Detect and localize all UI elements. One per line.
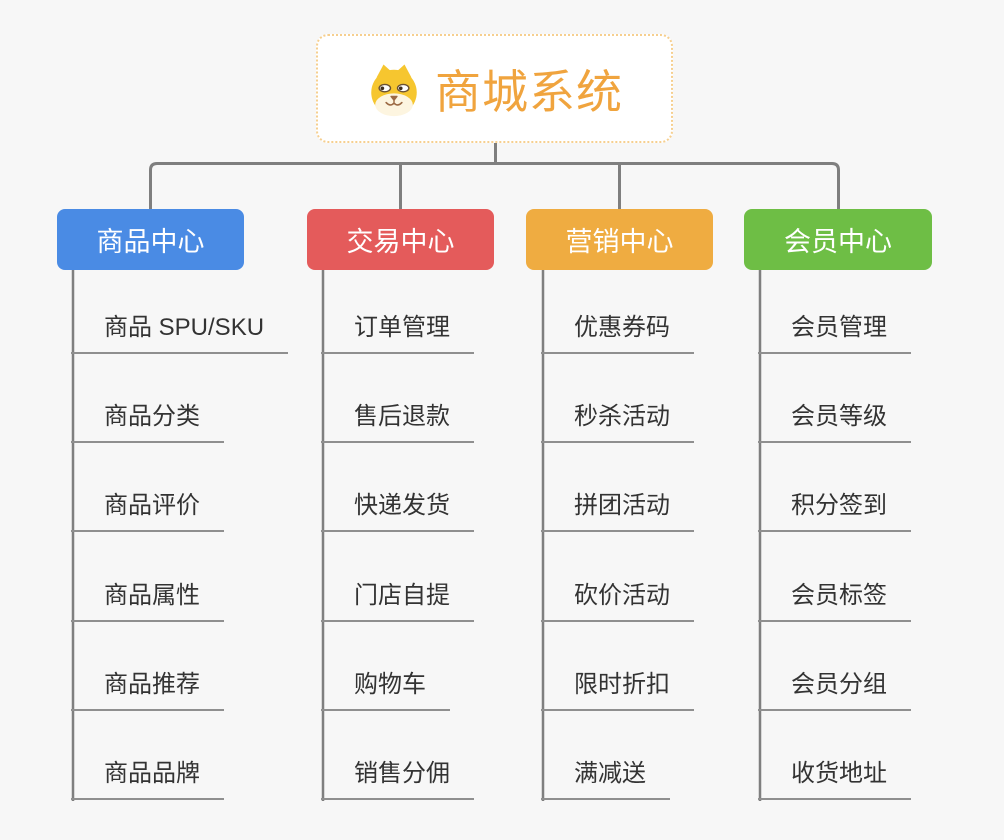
subtopic-item[interactable]: 订单管理 [321,312,474,354]
subtopic-item[interactable]: 会员标签 [758,580,911,622]
subtopic-item[interactable]: 砍价活动 [541,580,694,622]
branch-rail-line [149,162,840,209]
subtopic-item[interactable]: 会员管理 [758,312,911,354]
subtopic-item[interactable]: 满减送 [541,758,670,800]
root-topic[interactable]: 商城系统 [316,34,673,143]
subtopic-item[interactable]: 购物车 [321,669,450,711]
subtopic-item[interactable]: 积分签到 [758,490,911,532]
subtopic-item[interactable]: 商品 SPU/SKU [71,312,289,354]
subtopic-item[interactable]: 拼团活动 [541,490,694,532]
subtopic-item[interactable]: 商品推荐 [71,669,224,711]
subtopic-item[interactable]: 会员分组 [758,669,911,711]
subtopic-item[interactable]: 售后退款 [321,401,474,443]
subtopic-item[interactable]: 门店自提 [321,580,474,622]
subtopic-item[interactable]: 收货地址 [758,758,911,800]
subtopic-item[interactable]: 快递发货 [321,490,474,532]
root-title: 商城系统 [435,65,623,118]
subtopic-item[interactable]: 商品分类 [71,401,224,443]
dog-face-icon [371,64,417,116]
branch-member-center[interactable]: 会员中心 [744,209,932,270]
subtopic-item[interactable]: 秒杀活动 [541,401,694,443]
subtopic-item[interactable]: 商品属性 [71,580,224,622]
subtopic-item[interactable]: 销售分佣 [321,758,474,800]
subtopic-item[interactable]: 限时折扣 [541,669,694,711]
branch-trade-center[interactable]: 交易中心 [307,209,494,270]
branch-product-center[interactable]: 商品中心 [57,209,244,270]
subtopic-item[interactable]: 优惠券码 [541,312,694,354]
subtopic-item[interactable]: 会员等级 [758,401,911,443]
subtopic-item[interactable]: 商品评价 [71,490,224,532]
subtopic-item[interactable]: 商品品牌 [71,758,224,800]
branch-marketing-center[interactable]: 营销中心 [526,209,713,270]
